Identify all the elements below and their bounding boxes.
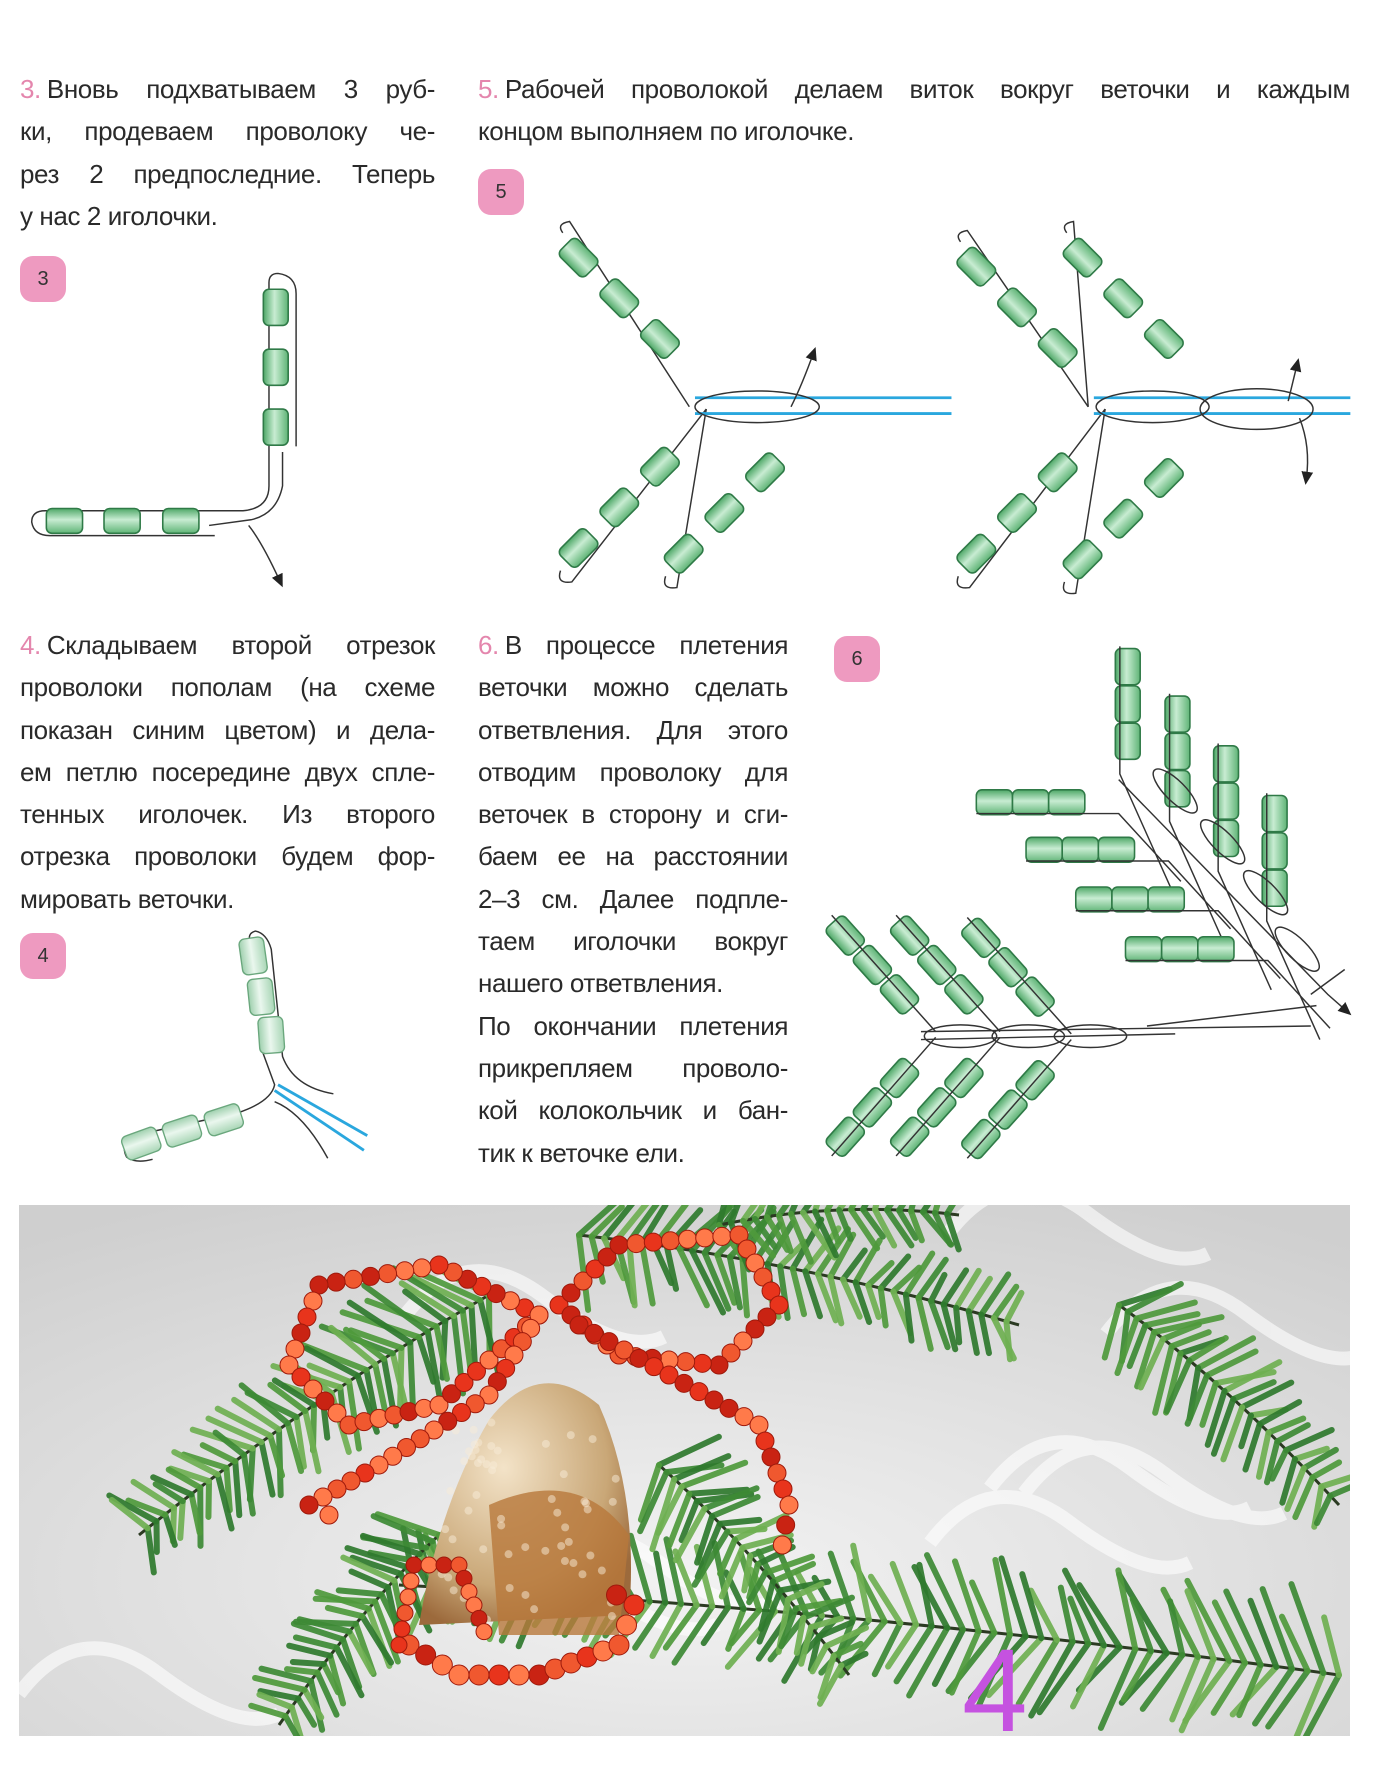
step-5-badge: 5 [478,169,524,215]
bead [953,531,999,577]
bead [1141,455,1187,501]
diagram-step-5 [556,220,1351,595]
bead [262,348,289,387]
bead [1100,496,1146,542]
diagram-step-3 [30,272,297,588]
bead [1124,935,1163,963]
bead [1141,316,1187,362]
step-6-text: 6.В процессе плетения веточки можно сдел… [478,630,788,1168]
bead [1097,836,1136,863]
bead [994,284,1040,330]
bead [1164,732,1191,771]
bead [1164,695,1191,734]
bead [1011,789,1050,816]
bead [1212,782,1240,821]
bead [119,1124,164,1163]
bead [637,444,683,490]
bead [1060,235,1105,280]
bead [701,490,747,536]
bead [1261,794,1288,833]
bead [237,935,269,977]
bead [1111,886,1149,913]
bead [262,408,289,446]
page-number: 4 [962,1625,1028,1757]
bead [596,275,642,321]
bead [1114,722,1141,761]
step-number: 4. [20,630,41,660]
bead [1074,886,1113,913]
bead [160,1112,204,1150]
bead [637,316,683,362]
bead [1197,935,1235,963]
bead [1261,831,1288,870]
bead [742,449,788,495]
bead [1060,536,1105,582]
bead [103,507,141,535]
step-3-text: 3.Вновь подхватываем 3 руб- ки, продевае… [20,74,435,231]
bead [1100,275,1146,321]
bead [1114,647,1141,686]
beaded-bell-photo [19,1205,1350,1736]
bead [994,490,1040,536]
bead [1212,744,1240,783]
bead [1147,886,1186,913]
bead [953,244,999,290]
bead [975,789,1014,816]
bead [1160,935,1199,963]
step-number: 5. [478,74,499,104]
bead [1035,449,1081,495]
bead [556,525,601,571]
step-4-text: 4.Складываем второй отрезок проволоки по… [20,630,435,914]
bead [262,288,289,327]
step-number: 3. [20,74,41,104]
bead [256,1015,286,1055]
bead [661,531,707,577]
bead [1025,836,1064,863]
bead [1114,685,1141,723]
step-5-text: 5.Рабочей проволокой делаем виток вокруг… [478,74,1350,147]
bead [202,1101,246,1138]
bead [1061,836,1100,863]
step-4-badge: 4 [20,933,66,979]
bead [556,235,601,280]
bead [161,507,200,535]
bead [246,976,277,1017]
step-6-badge: 6 [834,636,880,682]
bead [1047,789,1086,816]
step-3-badge: 3 [20,256,66,302]
bead [596,484,642,530]
diagram-step-6 [823,646,1352,1162]
step-number: 6. [478,630,499,660]
diagram-step-4 [119,930,368,1163]
bead [45,507,84,535]
bead [1035,325,1081,371]
